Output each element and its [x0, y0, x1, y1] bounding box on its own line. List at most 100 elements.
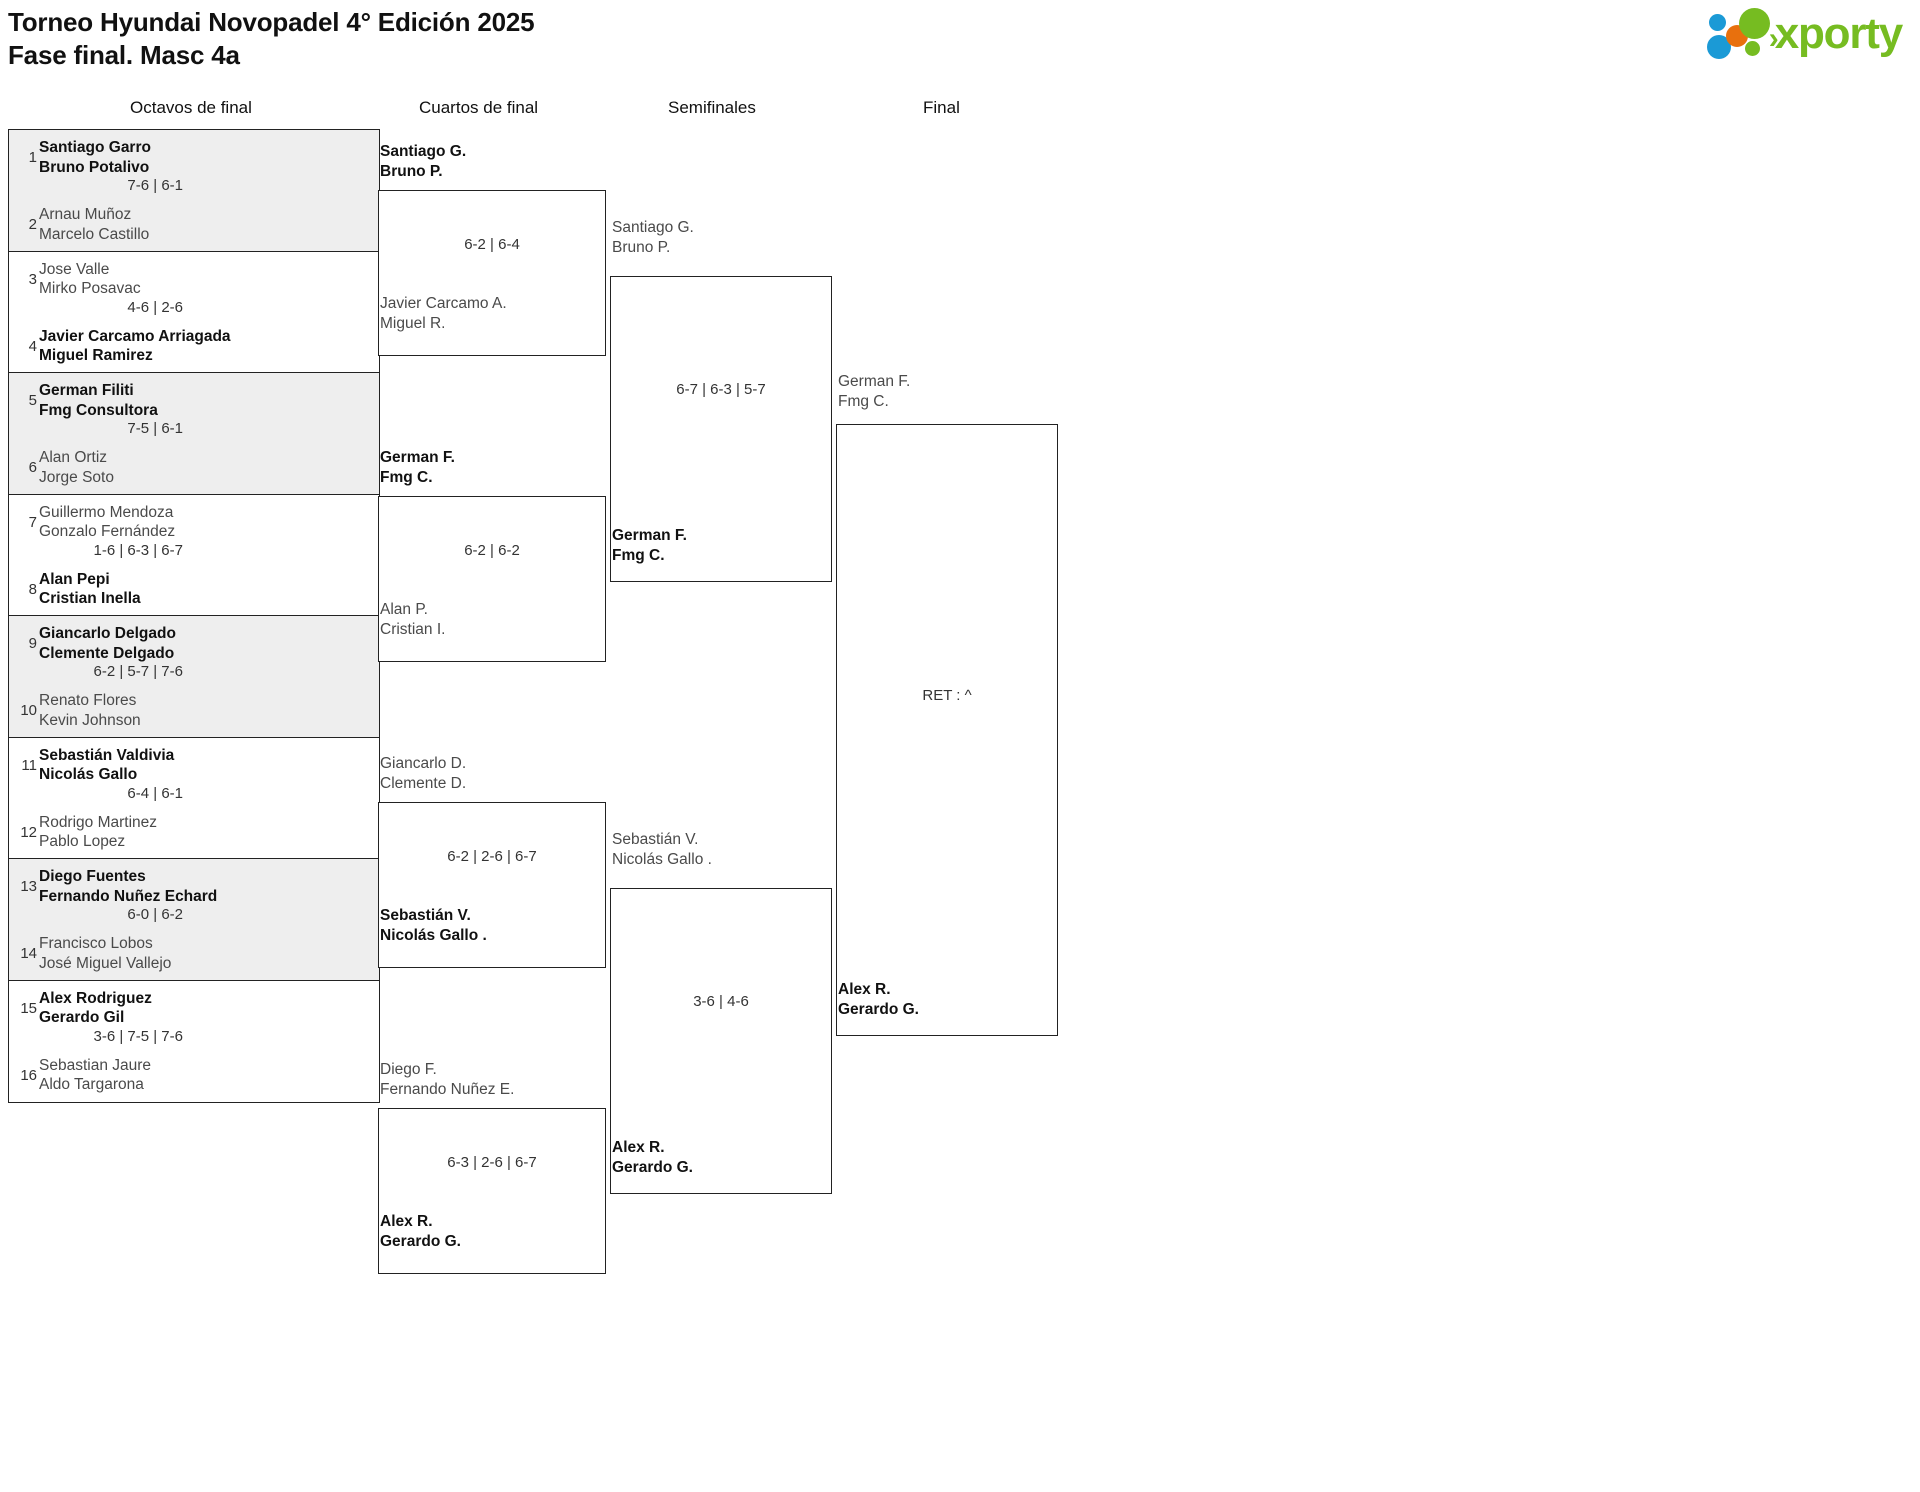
team-bottom: Renato Flores Kevin Johnson: [39, 691, 141, 730]
seed-number: 11: [21, 756, 37, 774]
player-line-2: Clemente Delgado: [39, 644, 175, 662]
round1-match[interactable]: 13 Diego Fuentes Fernando Nuñez Echard 6…: [9, 859, 379, 981]
round2-team-bottom: Alex R. Gerardo G.: [380, 1212, 461, 1251]
seed-number: 10: [20, 702, 37, 719]
team-top: Sebastián Valdivia Nicolás Gallo: [39, 746, 174, 785]
seed-number: 8: [28, 580, 37, 598]
player-line-1: Javier Carcamo Arriagada: [39, 327, 231, 345]
player-line-1: German F.: [838, 373, 911, 390]
team-bottom: Arnau Muñoz Marcelo Castillo: [39, 205, 149, 244]
player-line-1: Guillermo Mendoza: [39, 503, 174, 521]
player-line-1: Santiago G.: [612, 219, 694, 236]
seed-number: 15: [20, 999, 37, 1017]
player-line-2: Fmg C.: [380, 468, 433, 486]
match-score: 6-2 | 2-6 | 6-7: [447, 848, 537, 865]
seed-number: 7: [28, 513, 37, 531]
player-line-1: Alex R.: [838, 981, 891, 998]
player-line-1: Renato Flores: [39, 692, 137, 709]
player-line-2: Nicolás Gallo .: [612, 850, 712, 868]
match-score: 6-4 | 6-1: [127, 784, 183, 802]
player-line-2: Gerardo G.: [838, 1000, 919, 1018]
match-score: 6-2 | 6-4: [464, 236, 520, 253]
player-line-2: Clemente D.: [380, 774, 467, 792]
player-line-1: Sebastián V.: [380, 907, 471, 924]
round3-team-top: Santiago G. Bruno P.: [612, 218, 694, 257]
player-line-1: Jose Valle: [39, 260, 110, 278]
player-line-1: German F.: [612, 527, 687, 544]
seed-number: 1: [28, 149, 37, 166]
match-score: 3-6 | 7-5 | 7-6: [93, 1027, 183, 1045]
logo-dot-green-small-icon: [1744, 41, 1760, 56]
round2-match[interactable]: [378, 1108, 606, 1274]
player-line-2: Fmg C.: [838, 392, 889, 410]
match-score: 3-6 | 4-6: [693, 993, 749, 1010]
player-line-1: Sebastian Jaure: [39, 1056, 152, 1074]
round3-team-bottom: Alex R. Gerardo G.: [612, 1138, 693, 1177]
player-line-1: Rodrigo Martinez: [39, 813, 158, 831]
player-line-2: Fernando Nuñez Echard: [39, 887, 218, 905]
player-line-1: Giancarlo Delgado: [39, 625, 176, 642]
round-header-octavos: Octavos de final: [130, 98, 252, 117]
player-line-2: Marcelo Castillo: [39, 225, 150, 243]
round2-team-top: Santiago G. Bruno P.: [380, 142, 466, 181]
player-line-1: Javier Carcamo A.: [380, 295, 507, 312]
player-line-1: Alan P.: [380, 601, 428, 618]
player-line-1: Sebastián V.: [612, 831, 699, 848]
seed-number: 9: [28, 635, 37, 652]
player-line-2: Jorge Soto: [39, 468, 114, 486]
match-score: 6-2 | 5-7 | 7-6: [93, 663, 183, 680]
team-top: Guillermo Mendoza Gonzalo Fernández: [39, 503, 175, 542]
team-bottom: Rodrigo Martinez Pablo Lopez: [39, 813, 157, 852]
match-score: RET : ^: [922, 687, 972, 704]
team-top: Alex Rodriguez Gerardo Gil: [39, 989, 152, 1028]
seed-number: 3: [28, 270, 37, 288]
round1-match[interactable]: 1 Santiago Garro Bruno Potalivo 7-6 | 6-…: [9, 130, 379, 252]
player-line-1: German F.: [380, 449, 455, 466]
player-line-2: Cristian Inella: [39, 590, 141, 608]
round2-team-bottom: Sebastián V. Nicolás Gallo .: [380, 906, 487, 945]
player-line-2: Bruno Potalivo: [39, 158, 150, 176]
player-line-1: Diego F.: [380, 1061, 437, 1078]
tournament-title: Torneo Hyundai Novopadel 4° Edición 2025: [8, 7, 535, 37]
team-bottom: Alan Pepi Cristian Inella: [39, 570, 141, 609]
match-score: 6-7 | 6-3 | 5-7: [676, 381, 766, 398]
round1-match[interactable]: 15 Alex Rodriguez Gerardo Gil 3-6 | 7-5 …: [9, 980, 379, 1102]
round3-team-top: Sebastián V. Nicolás Gallo .: [612, 830, 712, 869]
round1-match[interactable]: 9 Giancarlo Delgado Clemente Delgado 6-2…: [9, 616, 379, 738]
player-line-2: Miguel R.: [380, 314, 446, 332]
team-bottom: Francisco Lobos José Miguel Vallejo: [39, 934, 171, 973]
player-line-2: Mirko Posavac: [39, 280, 141, 298]
seed-number: 14: [20, 945, 37, 962]
round1-match[interactable]: 11 Sebastián Valdivia Nicolás Gallo 6-4 …: [9, 737, 379, 859]
team-top: German Filiti Fmg Consultora: [39, 381, 158, 420]
player-line-1: Alan Pepi: [39, 570, 110, 588]
round2-match[interactable]: [378, 496, 606, 662]
round4-match[interactable]: [836, 424, 1058, 1036]
match-score: 7-6 | 6-1: [127, 177, 183, 194]
player-line-2: Kevin Johnson: [39, 711, 141, 729]
player-line-1: Alex R.: [380, 1213, 433, 1230]
round1-match[interactable]: 7 Guillermo Mendoza Gonzalo Fernández 1-…: [9, 494, 379, 616]
player-line-1: Santiago G.: [380, 143, 467, 160]
seed-number: 4: [28, 337, 37, 355]
match-score: 6-2 | 6-2: [464, 542, 520, 559]
player-line-2: Fmg Consultora: [39, 401, 158, 419]
round1-match[interactable]: 5 German Filiti Fmg Consultora 7-5 | 6-1…: [9, 373, 379, 495]
round1-match[interactable]: 3 Jose Valle Mirko Posavac 4-6 | 2-6 4 J…: [9, 251, 379, 373]
round2-match[interactable]: [378, 190, 606, 356]
team-top: Jose Valle Mirko Posavac: [39, 260, 141, 299]
round3-match[interactable]: [610, 888, 832, 1194]
round2-match[interactable]: [378, 802, 606, 968]
round3-match[interactable]: [610, 276, 832, 582]
player-line-2: Nicolás Gallo: [39, 766, 138, 784]
page-title: Torneo Hyundai Novopadel 4° Edición 2025…: [8, 6, 535, 73]
player-line-2: Pablo Lopez: [39, 833, 126, 851]
player-line-2: José Miguel Vallejo: [39, 954, 172, 972]
player-line-2: Fmg C.: [612, 546, 665, 564]
player-line-2: Bruno P.: [612, 238, 671, 256]
team-bottom: Javier Carcamo Arriagada Miguel Ramirez: [39, 327, 231, 366]
xporty-logo[interactable]: › xporty: [1706, 8, 1903, 60]
player-line-2: Gonzalo Fernández: [39, 523, 176, 541]
round-header-cuartos: Cuartos de final: [419, 98, 539, 117]
logo-wordmark: xporty: [1774, 9, 1903, 58]
